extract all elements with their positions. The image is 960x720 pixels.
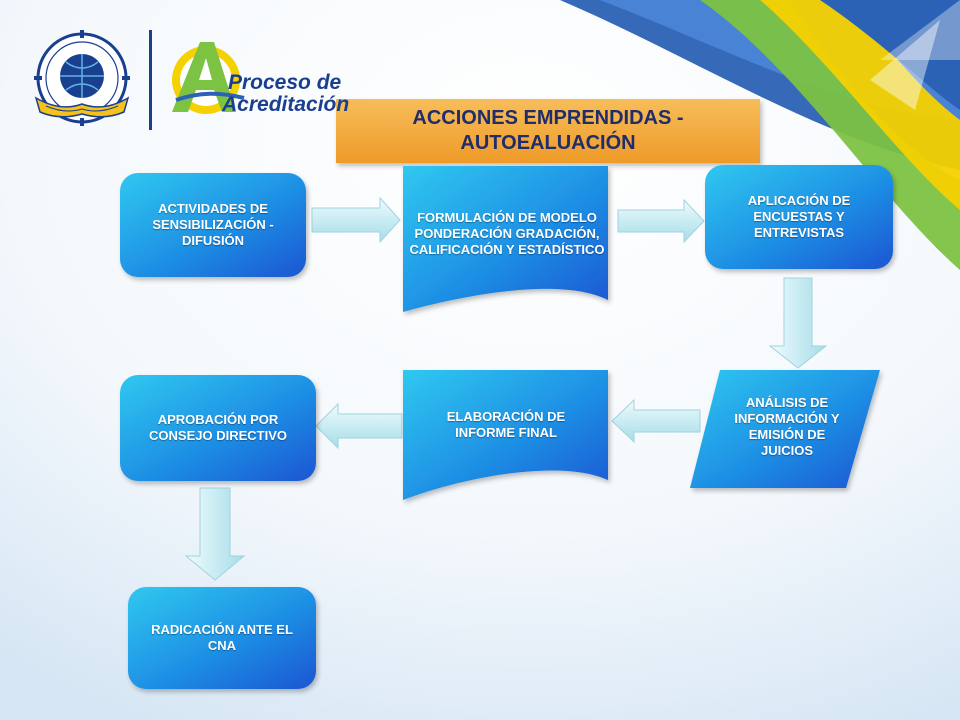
logo-divider [149, 30, 152, 130]
accreditation-a-icon [172, 42, 245, 114]
node-shape-aplicacion [705, 165, 893, 269]
institute-seal-icon [34, 30, 130, 126]
accreditation-logo-line1: Proceso de [228, 71, 342, 94]
node-analisis: ANÁLISIS DE INFORMACIÓN Y EMISIÓN DE JUI… [734, 395, 840, 458]
node-aplicacion: APLICACIÓN DE ENCUESTAS Y ENTREVISTAS [747, 193, 851, 240]
node-sensibilizacion: ACTIVIDADES DE SENSIBILIZACIÓN -DIFUSIÓN [152, 201, 274, 248]
node-shape-analisis [690, 370, 880, 488]
title-box [336, 99, 760, 163]
node-shape-formulacion [403, 166, 608, 312]
node-elaboracion: ELABORACIÓN DE INFORME FINAL [446, 409, 566, 440]
node-shape-elaboracion [403, 370, 608, 500]
flow-arrows [184, 196, 828, 581]
arrow-aplicacion-to-analisis [768, 277, 828, 369]
arrow-analisis-to-elaboracion [611, 398, 701, 444]
node-shape-sensibilizacion [120, 173, 306, 277]
node-aprobacion: APROBACIÓN POR CONSEJO DIRECTIVO [149, 412, 287, 443]
process-nodes [120, 165, 893, 689]
arrow-sensibilizacion-to-formulacion [311, 196, 401, 244]
title-line-1: ACCIONES EMPRENDIDAS - [412, 107, 684, 129]
node-radicacion: RADICACIÓN ANTE EL CNA [151, 622, 293, 653]
node-formulacion: FORMULACIÓN DE MODELO PONDERACIÓN GRADAC… [409, 210, 605, 257]
arrow-elaboracion-to-aprobacion [315, 402, 403, 450]
arrow-aprobacion-to-radicacion [184, 487, 246, 581]
accreditation-logo-line2: Acreditación [222, 93, 350, 116]
node-shape-aprobacion [120, 375, 316, 481]
node-shape-radicacion [128, 587, 316, 689]
page-title: ACCIONES EMPRENDIDAS - AUTOEALUACIÓN [336, 99, 760, 163]
title-line-2: AUTOEALUACIÓN [460, 132, 636, 154]
arrow-formulacion-to-aplicacion [617, 198, 705, 244]
decorative-swooshes [560, 0, 960, 270]
